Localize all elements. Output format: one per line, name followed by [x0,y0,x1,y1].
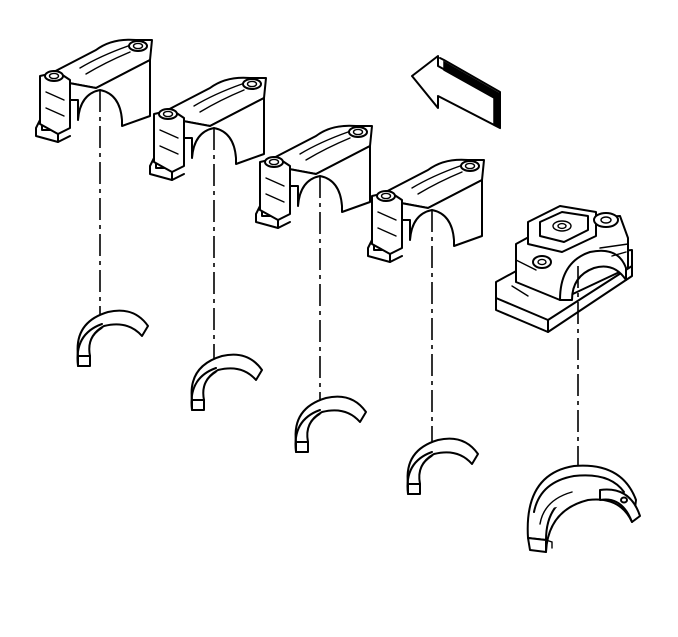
bearing-shell-2 [190,353,263,411]
bearing-cap-1 [35,38,153,143]
bearing-cap-3 [255,124,373,229]
direction-arrow-icon [411,55,501,130]
bearing-cap-4 [367,158,485,263]
bearing-shell-3 [294,395,367,453]
thrust-bearing-shell [526,464,641,553]
rear-bearing-cap [495,205,633,333]
bearing-cap-2 [149,76,267,181]
bearing-shell-1 [76,309,149,367]
bearing-shell-4 [406,437,479,495]
